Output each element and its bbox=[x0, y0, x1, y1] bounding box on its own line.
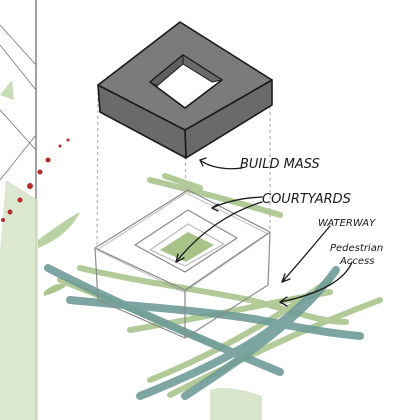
left-green-blob bbox=[38, 212, 80, 248]
bottom-green-blob bbox=[210, 388, 262, 420]
label-waterway: WATERWAY bbox=[318, 218, 376, 229]
build-mass bbox=[97, 21, 273, 159]
label-courtyards: COURTYARDS bbox=[262, 192, 351, 207]
waterway-paths bbox=[44, 264, 364, 400]
courtyard-green bbox=[160, 232, 214, 262]
left-green-blob-small bbox=[44, 284, 66, 296]
left-background-sketch bbox=[0, 0, 262, 420]
red-dots bbox=[1, 138, 70, 222]
label-pedestrian-line1: Pedestrian bbox=[330, 243, 383, 254]
annotation-arrows bbox=[175, 157, 353, 307]
label-pedestrian-line2: Access bbox=[339, 256, 374, 267]
left-panel-lines bbox=[0, 24, 37, 181]
left-panel-green-leaf bbox=[0, 80, 14, 100]
label-build-mass: BUILD MASS bbox=[240, 157, 320, 172]
courtyards-volume bbox=[94, 91, 271, 339]
left-panel-green-area bbox=[0, 180, 38, 420]
